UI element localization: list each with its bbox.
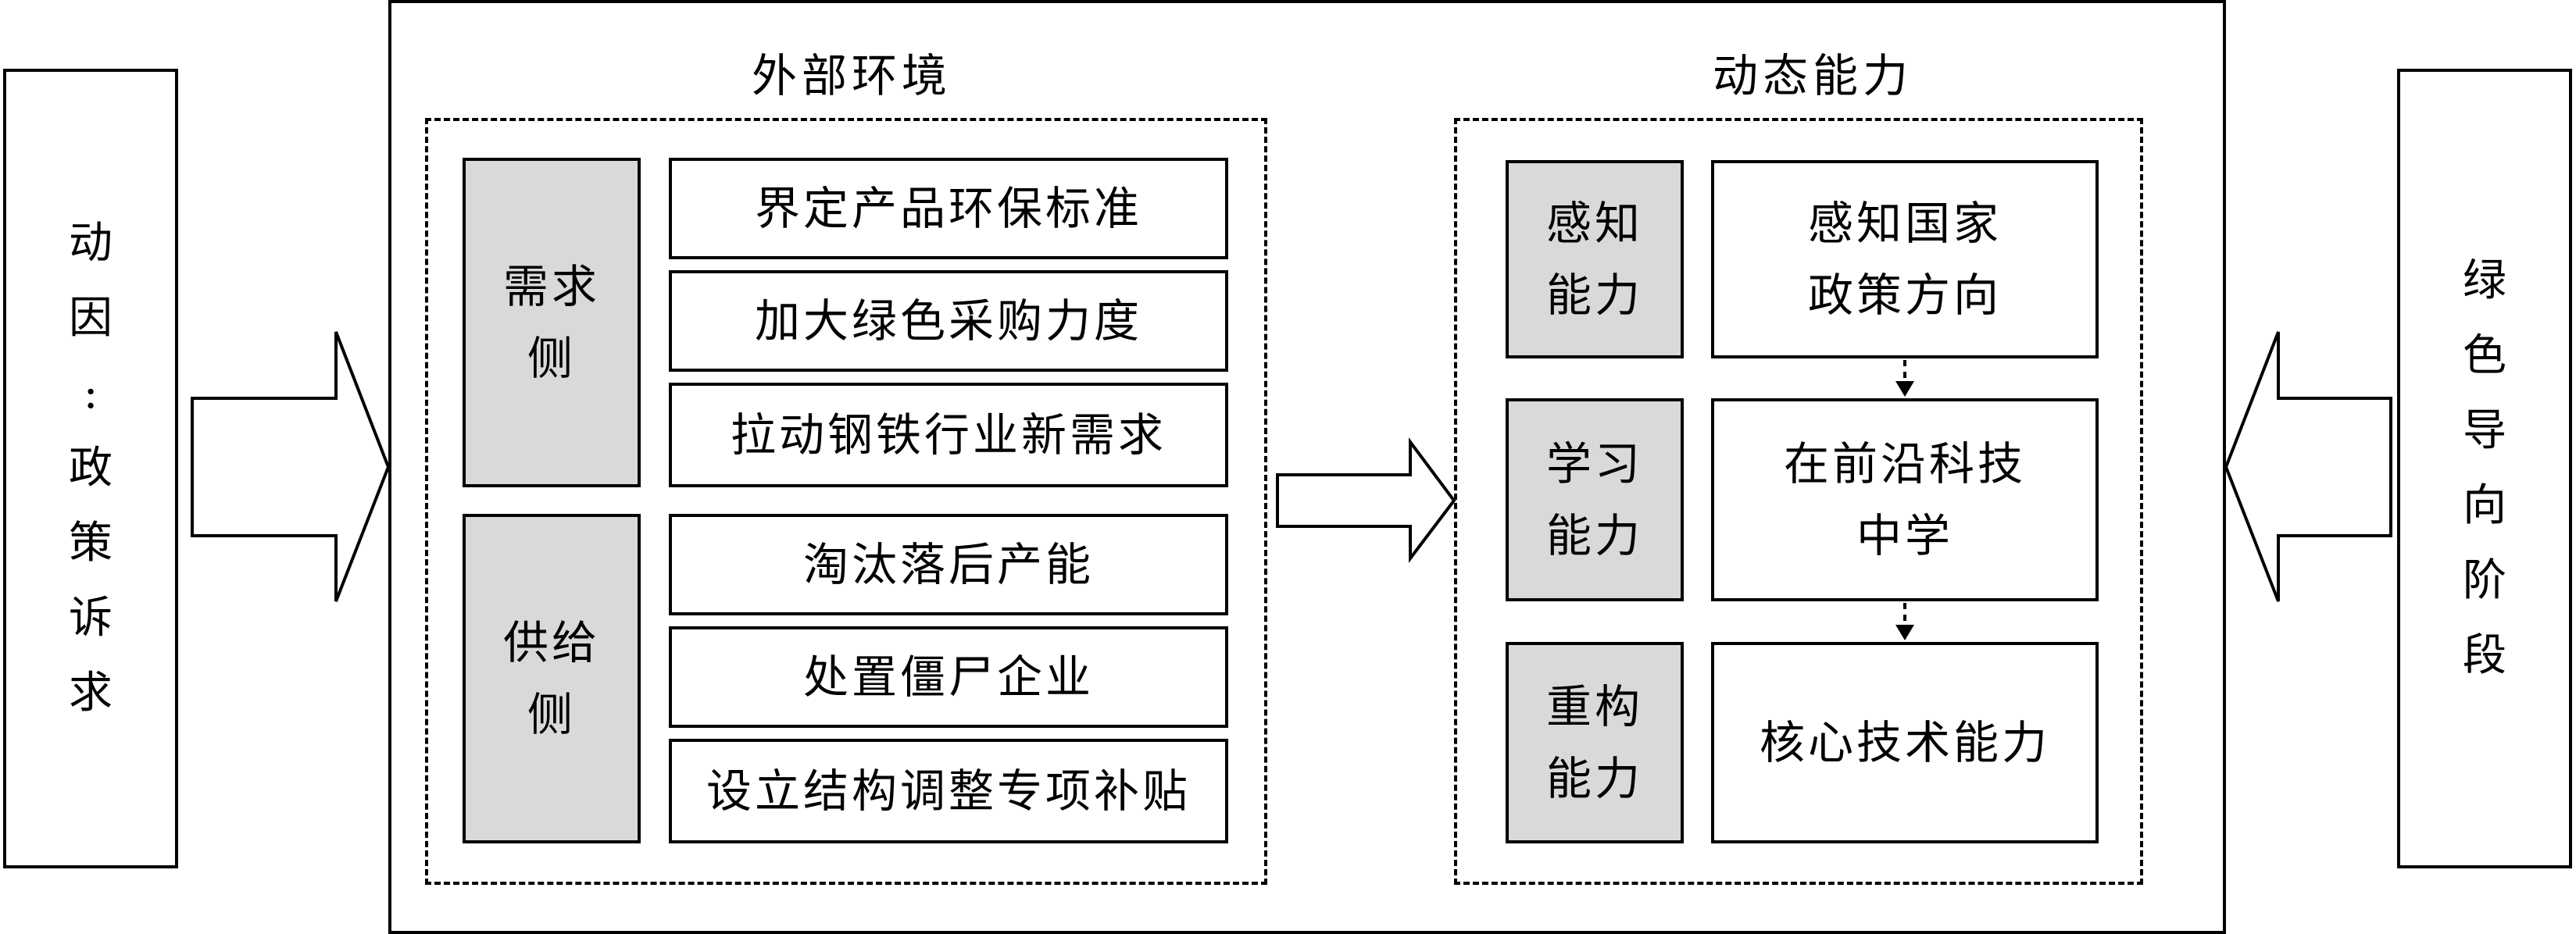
supply-side-label-line: 侧 [527,688,576,741]
demand-side-label: 需求 侧 [463,158,641,487]
left-cause-char: 政 [69,443,113,494]
external-environment-title: 外部环境 [751,49,952,102]
demand-item-text: 拉动钢铁行业新需求 [730,408,1167,462]
right-stage-char: 阶 [2463,555,2506,606]
capability-label-line: 能力 [1545,752,1643,805]
capability-label-line: 重构 [1545,680,1643,733]
capability-content-line: 感知国家 [1807,197,2002,250]
supply-item-text: 设立结构调整专项补贴 [706,765,1191,818]
capability-content: 感知国家 政策方向 [1711,160,2099,358]
left-cause-char: 动 [69,218,113,269]
dynamic-capability-title: 动态能力 [1712,49,1913,102]
demand-item: 拉动钢铁行业新需求 [669,383,1228,487]
demand-item: 界定产品环保标准 [669,158,1228,259]
capability-label: 重构 能力 [1506,642,1684,843]
capability-content-line: 中学 [1856,509,1953,562]
connector-arrowhead [1895,381,1914,397]
left-block-arrow [191,331,391,602]
demand-side-label-line: 需求 [502,260,600,313]
supply-item-text: 处置僵尸企业 [802,651,1094,704]
capability-content: 核心技术能力 [1711,642,2099,843]
capability-label: 感知 能力 [1506,160,1684,358]
right-stage-char: 绿 [2463,255,2506,306]
left-cause-panel: 动 因 : 政 策 诉 求 [3,69,178,868]
right-stage-char: 导 [2463,405,2506,456]
demand-item: 加大绿色采购力度 [669,270,1228,372]
capability-content-line: 核心技术能力 [1759,716,2050,769]
supply-item: 设立结构调整专项补贴 [669,739,1228,843]
capability-label-line: 学习 [1545,437,1643,490]
right-stage-char: 色 [2463,330,2506,381]
capability-content-line: 在前沿科技 [1783,437,2026,490]
demand-side-label-line: 侧 [527,332,576,385]
capability-label-line: 能力 [1545,509,1643,562]
middle-block-arrow [1276,437,1456,563]
demand-item-text: 界定产品环保标准 [754,182,1142,235]
right-stage-panel: 绿 色 导 向 阶 段 [2397,69,2572,868]
supply-side-label: 供给 侧 [463,514,641,843]
left-cause-char: : [83,368,98,419]
demand-item-text: 加大绿色采购力度 [754,294,1142,348]
left-cause-char: 诉 [69,593,113,643]
capability-content-line: 政策方向 [1807,269,2002,322]
dynamic-capability-group [1454,118,2143,885]
capability-label: 学习 能力 [1506,398,1684,601]
right-stage-char: 段 [2463,630,2506,681]
supply-item-text: 淘汰落后产能 [802,538,1094,591]
capability-label-line: 感知 [1545,197,1643,250]
external-environment-group [425,118,1267,885]
right-stage-char: 向 [2463,480,2506,531]
left-cause-char: 策 [69,518,113,569]
supply-item: 处置僵尸企业 [669,626,1228,728]
capability-content: 在前沿科技 中学 [1711,398,2099,601]
left-cause-char: 求 [69,668,113,718]
supply-side-label-line: 供给 [502,616,600,669]
supply-item: 淘汰落后产能 [669,514,1228,615]
right-block-arrow [2224,331,2392,602]
left-cause-char: 因 [69,293,113,344]
connector-arrowhead [1895,625,1914,640]
capability-label-line: 能力 [1545,269,1643,322]
